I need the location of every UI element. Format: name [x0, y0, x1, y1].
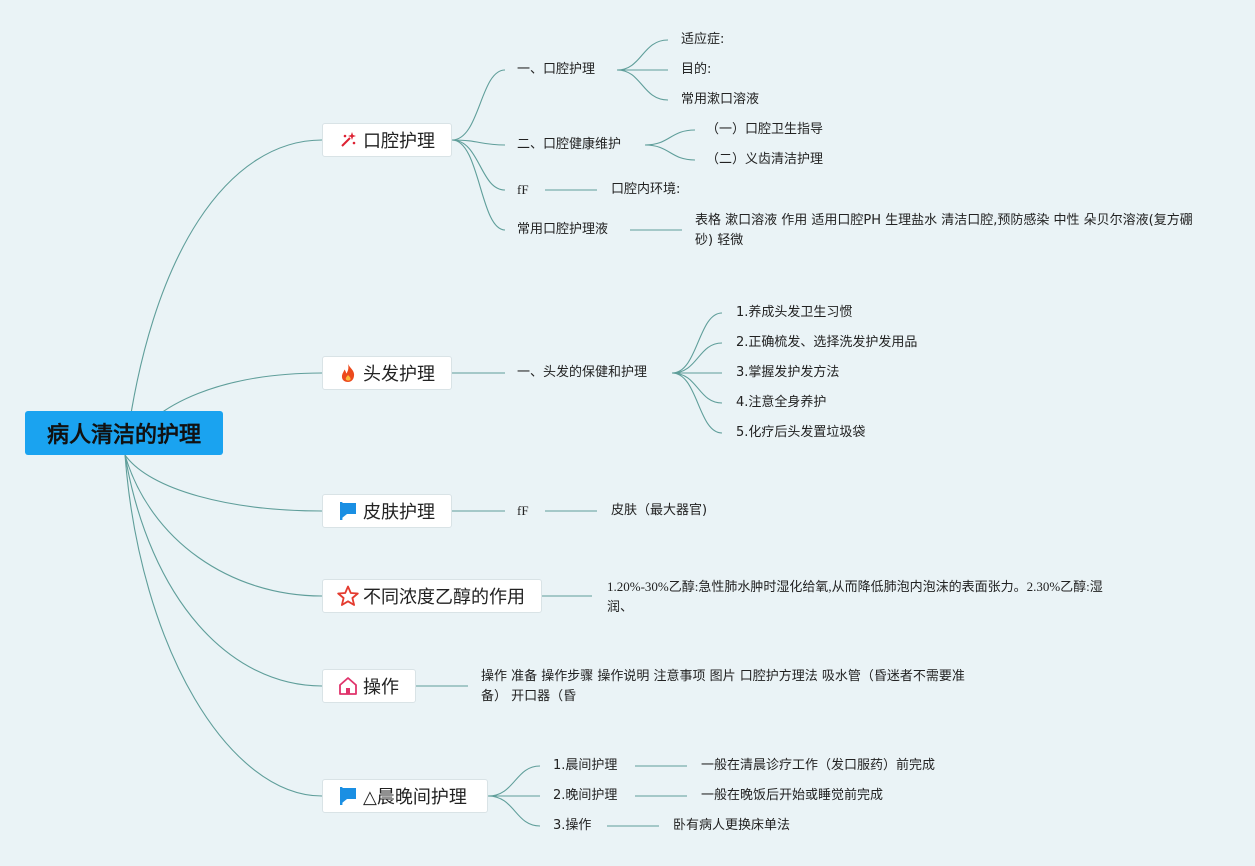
oral-sub-1-item[interactable]: 适应症:: [681, 32, 725, 47]
blue-flag-icon: [337, 500, 359, 522]
operation-leaf[interactable]: 操作 准备 操作步骤 操作说明 注意事项 图片 口腔护方理法 吸水管（昏迷者不需…: [481, 669, 965, 704]
hair-sub-1-item[interactable]: 4.注意全身养护: [736, 395, 827, 410]
oral-sub-2-item[interactable]: （二）义齿清洁护理: [706, 152, 824, 167]
house-icon: [337, 675, 359, 697]
oral-sub-1[interactable]: 一、口腔护理: [517, 62, 596, 77]
blue-flag-icon: [337, 785, 359, 807]
oral-sub-4[interactable]: 常用口腔护理液: [517, 222, 609, 237]
topic-label: 头发护理: [363, 364, 435, 385]
oral-sub-1-item[interactable]: 目的:: [681, 62, 712, 77]
topic-operation[interactable]: 操作: [322, 669, 416, 703]
oral-sub-3-leaf[interactable]: 口腔内环境:: [611, 182, 681, 197]
root-topic[interactable]: 病人清洁的护理: [25, 411, 223, 455]
skin-sub-1-leaf[interactable]: 皮肤（最大器官): [611, 503, 708, 518]
ethanol-leaf[interactable]: 1.20%-30%乙醇:急性肺水肿时湿化给氧,从而降低肺泡内泡沫的表面张力。2.…: [607, 579, 1103, 614]
sparkle-wand-icon: [337, 129, 359, 151]
topic-label: 口腔护理: [363, 131, 435, 152]
topic-label: 皮肤护理: [363, 502, 435, 523]
hair-sub-1-item[interactable]: 5.化疗后头发置垃圾袋: [736, 425, 866, 440]
red-star-outline-icon: [337, 585, 359, 607]
topic-ethanol-effects[interactable]: 不同浓度乙醇的作用: [322, 579, 542, 613]
mornev-sub-leaf[interactable]: 卧有病人更换床单法: [673, 818, 791, 833]
root-label: 病人清洁的护理: [46, 423, 201, 448]
topic-oral-care[interactable]: 口腔护理: [322, 123, 452, 157]
topic-morning-evening-care[interactable]: △晨晚间护理: [322, 779, 488, 813]
oral-sub-2-item[interactable]: （一）口腔卫生指导: [706, 122, 824, 137]
mornev-sub[interactable]: 2.晚间护理: [553, 788, 618, 803]
topic-skin-care[interactable]: 皮肤护理: [322, 494, 452, 528]
oral-sub-1-item[interactable]: 常用漱口溶液: [681, 92, 760, 107]
oral-sub-3[interactable]: fF: [517, 182, 529, 197]
hair-sub-1-item[interactable]: 2.正确梳发、选择洗发护发用品: [736, 335, 918, 350]
topic-hair-care[interactable]: 头发护理: [322, 356, 452, 390]
topic-label: △晨晚间护理: [363, 787, 467, 808]
oral-sub-2[interactable]: 二、口腔健康维护: [517, 137, 622, 152]
mornev-sub-leaf[interactable]: 一般在晚饭后开始或睡觉前完成: [701, 788, 884, 803]
mornev-sub[interactable]: 3.操作: [553, 818, 592, 833]
hair-sub-1[interactable]: 一、头发的保健和护理: [517, 365, 648, 380]
hair-sub-1-item[interactable]: 1.养成头发卫生习惯: [736, 305, 853, 320]
oral-sub-4-leaf[interactable]: 表格 漱口溶液 作用 适用口腔PH 生理盐水 清洁口腔,预防感染 中性 朵贝尔溶…: [695, 213, 1193, 248]
mornev-sub-leaf[interactable]: 一般在清晨诊疗工作（发口服药）前完成: [701, 758, 936, 773]
hair-sub-1-item[interactable]: 3.掌握发护发方法: [736, 365, 840, 380]
skin-sub-1[interactable]: fF: [517, 503, 529, 518]
mornev-sub[interactable]: 1.晨间护理: [553, 758, 618, 773]
topic-label: 不同浓度乙醇的作用: [363, 587, 525, 608]
topic-label: 操作: [363, 677, 399, 698]
fire-icon: [337, 362, 359, 384]
